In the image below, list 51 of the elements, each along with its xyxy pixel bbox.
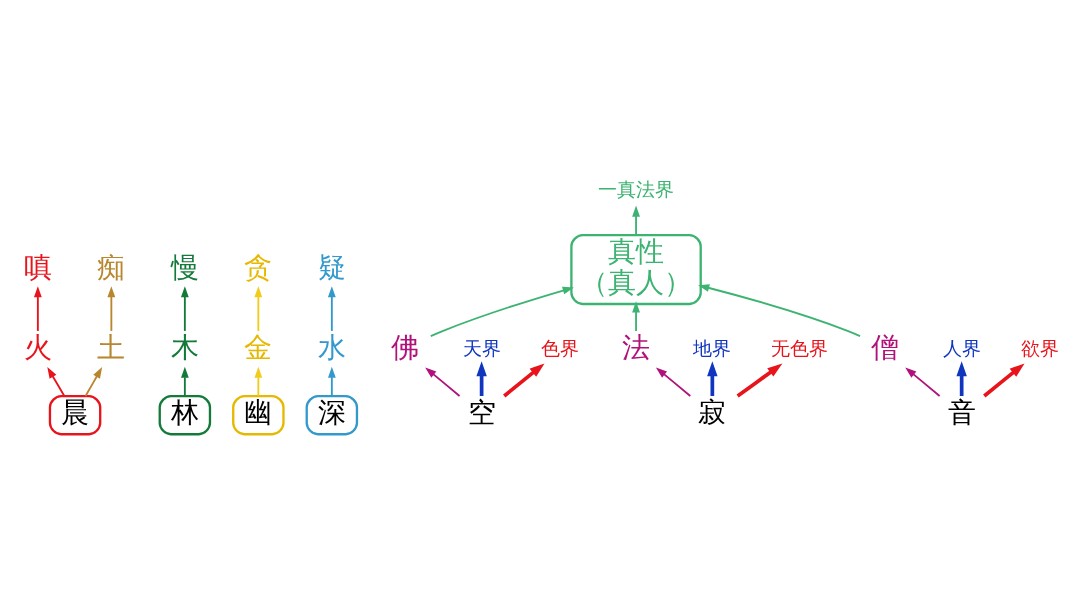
node-text: 地界 (693, 337, 732, 359)
arrow (327, 285, 336, 332)
arrow (107, 285, 116, 332)
arrow (429, 286, 574, 337)
node-text: 色界 (540, 337, 579, 359)
node-text: 火 (23, 330, 52, 364)
node-text: 天界 (462, 337, 501, 359)
arrow (47, 366, 66, 397)
node-text: 无色界 (771, 337, 829, 359)
arrow (327, 366, 336, 397)
arrow (254, 366, 263, 397)
arrow (632, 300, 640, 332)
arrow (33, 285, 42, 332)
node-text: 慢 (170, 250, 199, 284)
node-text: 木 (170, 330, 199, 364)
arrow (632, 205, 640, 236)
arrow (956, 360, 967, 396)
node-box: 林 (158, 394, 212, 435)
arrow (84, 366, 103, 397)
node-text: 贪 (244, 250, 273, 284)
node-box: 真性 （真人） (570, 233, 702, 305)
node-box: 晨 (48, 394, 102, 435)
arrow (180, 366, 189, 397)
node-text: 水 (317, 330, 346, 364)
node-text: 土 (97, 330, 126, 364)
node-text: 寂 (698, 395, 727, 429)
arrow (698, 283, 861, 337)
node-text: 佛 (391, 330, 420, 364)
arrow (983, 362, 1025, 397)
arrow (503, 362, 545, 397)
node-text: 音 (947, 395, 976, 429)
node-text: 金 (244, 330, 273, 364)
node-text: 疑 (317, 250, 346, 284)
arrow (425, 366, 461, 397)
arrow (476, 360, 487, 396)
node-text: 法 (622, 330, 651, 364)
arrow (707, 360, 718, 396)
node-box: 幽 (232, 394, 285, 435)
arrow (736, 363, 783, 397)
node-text: 人界 (942, 337, 981, 359)
arrow (905, 366, 941, 397)
node-text: 嗔 (23, 250, 52, 284)
node-text: 空 (467, 395, 496, 429)
arrow (254, 285, 263, 332)
arrow (655, 366, 692, 397)
arrow (180, 285, 189, 332)
node-text: 一真法界 (598, 178, 675, 200)
node-text: 欲界 (1020, 337, 1059, 359)
node-text: 痴 (97, 250, 126, 284)
node-box: 深 (305, 394, 359, 435)
node-text: 僧 (871, 330, 900, 364)
